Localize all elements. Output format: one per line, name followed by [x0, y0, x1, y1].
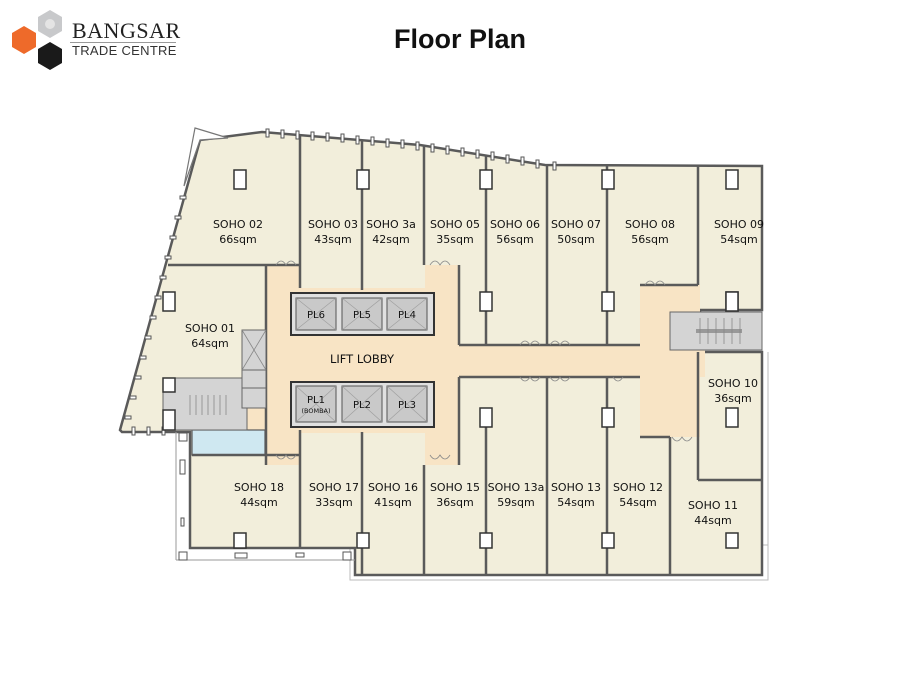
balcony-frame [175, 432, 355, 561]
unit-area: 59sqm [497, 496, 534, 509]
page-title: Floor Plan [393, 24, 526, 54]
unit-name: SOHO 07 [551, 218, 601, 231]
unit-name: SOHO 15 [430, 481, 480, 494]
unit-soho-15[interactable]: SOHO 15 36sqm [430, 481, 480, 509]
unit-soho-18[interactable]: SOHO 18 44sqm [234, 481, 284, 509]
unit-area: 56sqm [631, 233, 668, 246]
unit-name: SOHO 11 [688, 499, 738, 512]
unit-soho-12[interactable]: SOHO 12 54sqm [613, 481, 663, 509]
unit-area: 44sqm [240, 496, 277, 509]
unit-area: 54sqm [720, 233, 757, 246]
hexagon-logo-icon [12, 10, 62, 70]
logo-divider [70, 42, 176, 43]
unit-name: SOHO 16 [368, 481, 418, 494]
unit-area: 41sqm [374, 496, 411, 509]
lift-pl6: PL6 [307, 310, 325, 321]
unit-name: SOHO 02 [213, 218, 263, 231]
unit-name: SOHO 10 [708, 377, 758, 390]
lift-pl1-bomba: (BOMBA) [301, 407, 330, 415]
unit-soho-02[interactable]: SOHO 02 66sqm [213, 218, 263, 246]
lift-pl2: PL2 [353, 400, 371, 411]
lift-core [290, 292, 435, 428]
logo-text-bangsar: BANGSAR [72, 18, 181, 43]
stair-right [669, 291, 763, 351]
lift-pl4: PL4 [398, 310, 416, 321]
unit-soho-08[interactable]: SOHO 08 56sqm [625, 218, 675, 246]
unit-soho-16[interactable]: SOHO 16 41sqm [368, 481, 418, 509]
unit-soho-06[interactable]: SOHO 06 56sqm [490, 218, 540, 246]
unit-soho-05[interactable]: SOHO 05 35sqm [430, 218, 480, 246]
unit-soho-09[interactable]: SOHO 09 54sqm [714, 218, 764, 246]
unit-name: SOHO 05 [430, 218, 480, 231]
unit-soho-07[interactable]: SOHO 07 50sqm [551, 218, 601, 246]
unit-soho-13[interactable]: SOHO 13 54sqm [551, 481, 601, 509]
lift-pl1: PL1 [307, 395, 325, 406]
unit-name: SOHO 3a [366, 218, 416, 231]
unit-area: 54sqm [557, 496, 594, 509]
lift-lobby-label: LIFT LOBBY [330, 352, 395, 366]
unit-soho-17[interactable]: SOHO 17 33sqm [309, 481, 359, 509]
unit-name: SOHO 17 [309, 481, 359, 494]
unit-area: 42sqm [372, 233, 409, 246]
unit-name: SOHO 18 [234, 481, 284, 494]
unit-area: 56sqm [496, 233, 533, 246]
unit-area: 50sqm [557, 233, 594, 246]
unit-soho-01[interactable]: SOHO 01 64sqm [185, 322, 235, 350]
logo-text-trade-centre: TRADE CENTRE [72, 43, 177, 58]
unit-area: 43sqm [314, 233, 351, 246]
unit-area: 35sqm [436, 233, 473, 246]
unit-soho-10[interactable]: SOHO 10 36sqm [708, 377, 758, 405]
door-swings [275, 260, 693, 460]
unit-area: 44sqm [694, 514, 731, 527]
unit-name: SOHO 01 [185, 322, 235, 335]
unit-name: SOHO 06 [490, 218, 540, 231]
stair-left [162, 329, 267, 431]
lift-pl5: PL5 [353, 310, 371, 321]
logo: BANGSAR TRADE CENTRE [4, 8, 184, 72]
unit-soho-11[interactable]: SOHO 11 44sqm [688, 499, 738, 527]
lift-pl3: PL3 [398, 400, 416, 411]
unit-soho-03[interactable]: SOHO 03 43sqm [308, 218, 358, 246]
unit-name: SOHO 13a [488, 481, 545, 494]
unit-name: SOHO 09 [714, 218, 764, 231]
unit-name: SOHO 08 [625, 218, 675, 231]
unit-area: 54sqm [619, 496, 656, 509]
facade-windows [124, 128, 557, 436]
unit-name: SOHO 13 [551, 481, 601, 494]
unit-name: SOHO 12 [613, 481, 663, 494]
unit-area: 64sqm [191, 337, 228, 350]
unit-area: 36sqm [436, 496, 473, 509]
unit-soho-13a[interactable]: SOHO 13a 59sqm [488, 481, 545, 509]
unit-soho-3a[interactable]: SOHO 3a 42sqm [366, 218, 416, 246]
unit-area: 33sqm [315, 496, 352, 509]
unit-name: SOHO 03 [308, 218, 358, 231]
water-feature [191, 429, 266, 456]
unit-area: 66sqm [219, 233, 256, 246]
unit-area: 36sqm [714, 392, 751, 405]
